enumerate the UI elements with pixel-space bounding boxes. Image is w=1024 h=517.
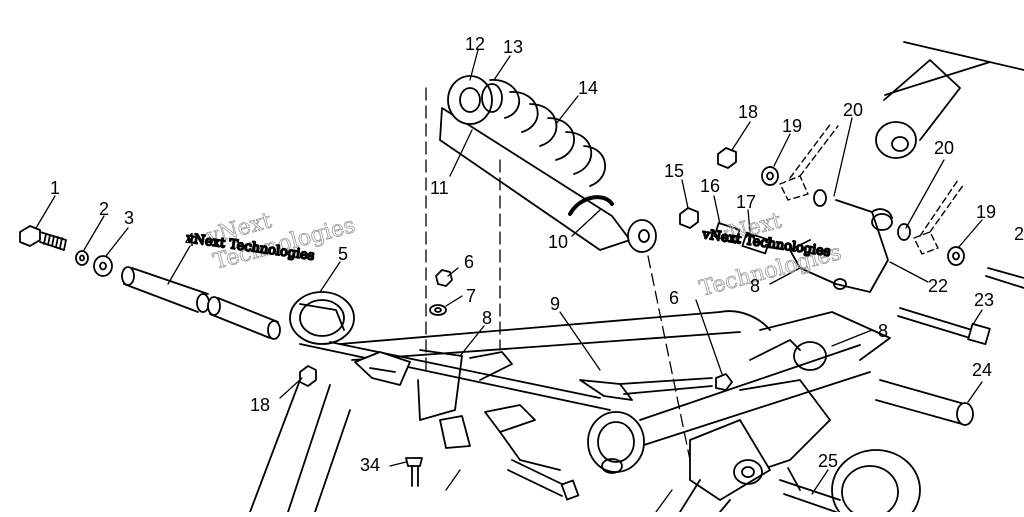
callout-6b: 6 [669,288,679,308]
callout-5: 5 [338,244,348,264]
bolt-part-1 [19,225,67,251]
callout-4: 4 [185,230,195,250]
callout-34: 34 [360,455,380,475]
dashed-assembly-lines [425,87,691,461]
callout-8a: 8 [482,308,492,328]
callout-24: 24 [972,360,992,380]
callout-18a: 18 [250,395,270,415]
callout-8b: 8 [878,321,888,341]
nut-part-18-left [299,365,317,387]
callout-numbers: 1 2 3 4 5 6 7 8 9 6 8 18 34 10 11 12 13 … [50,34,1024,475]
callout-12: 12 [465,34,485,54]
callout-8c: 8 [750,276,760,296]
callout-15: 15 [664,161,684,181]
bolt-part-9 [579,373,733,401]
callout-10: 10 [548,232,568,252]
callout-21: 2 [1014,224,1024,244]
leader-lines [35,49,983,513]
callout-16: 16 [700,176,720,196]
dashed-spacers [779,121,965,255]
mount-plate-part-22 [789,199,893,293]
bolt-part-23 [897,307,991,346]
callout-6a: 6 [464,252,474,272]
spacer-tube-part-4 [121,266,281,340]
callout-1: 1 [50,178,60,198]
callout-7: 7 [466,286,476,306]
callout-18b: 18 [738,102,758,122]
callout-22: 22 [928,276,948,296]
watermark-left: vNext Technologies [203,208,359,275]
washer-part-2 [75,250,89,266]
bolt-part-21 [985,267,1024,289]
callout-25: 25 [818,451,838,471]
screw-part-34 [405,457,423,487]
callout-11: 11 [430,178,449,198]
callout-3: 3 [124,208,134,228]
callout-2: 2 [99,199,109,219]
callout-23: 23 [974,290,994,310]
long-bolt-bottom [507,459,580,501]
washers-nuts-right [679,147,965,266]
callout-13: 13 [503,37,523,57]
callout-19a: 19 [782,116,802,136]
callout-17: 17 [736,192,756,212]
callout-9: 9 [550,294,560,314]
callout-20a: 20 [843,100,863,120]
a-arm-frame [249,291,974,517]
upper-shock-end [875,41,1024,159]
callout-20b: 20 [934,138,954,158]
callout-19b: 19 [976,202,996,222]
nut-washer-6-7 [429,269,453,316]
callout-14: 14 [578,78,598,98]
washer-part-3 [93,255,113,277]
shock-absorber [439,75,657,253]
